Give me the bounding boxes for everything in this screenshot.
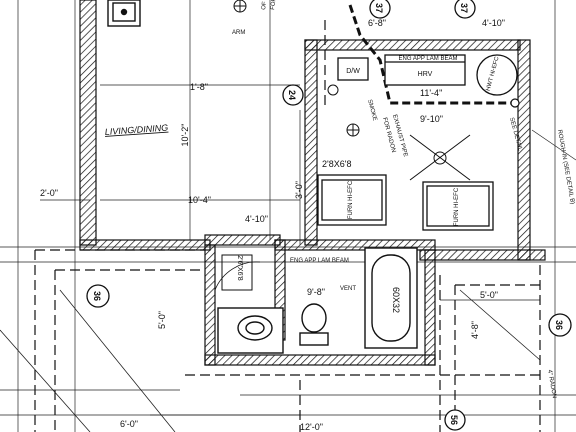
hrv-unit [384,54,466,86]
bubble-56: 56 [449,415,459,425]
floor-slab-note: OF FLOOR SLAB [261,0,274,10]
dim-4-10-mid: 4'-10" [245,214,268,224]
bubble-37a: 37 [374,3,384,13]
furnace-right-label: FURN HI-EFC [454,187,460,226]
bubble-37b: 37 [459,3,469,13]
dim-9-10: 9'-10" [420,114,443,124]
arm-note: ARM [232,30,245,36]
gas-pipe-note: FOR GAS PIPE [270,0,282,10]
dim-9-8: 9'-8" [307,287,325,297]
dim-6-8: 6'-8" [368,18,386,28]
sink [107,0,141,27]
dim-5-0-left: 5'-0" [157,311,167,329]
dim-11-4: 11'-4" [420,88,442,98]
dim-10-4: 10'-4" [188,195,211,205]
bubble-markers [86,0,572,431]
hrv-note-label: ENG APP LAM BEAM [399,56,458,62]
dim-6-0: 6'-0" [120,419,138,429]
exhaust-pipe-route [348,4,520,105]
hwt-tank [476,54,518,96]
dim-2-0: 2'-0" [40,188,58,198]
radon-bottom-note: 4" RADON [546,369,557,398]
room-label-living-dining: LIVING/DINING [104,123,168,137]
bubble-36-right: 36 [554,320,564,330]
door-swing [214,261,261,291]
hrv-label: HRV [418,71,433,78]
walls [79,0,546,366]
dim-4-8: 4'-8" [470,321,480,339]
diagonal-lines [0,289,541,432]
dim-10-2: 10'-2" [180,124,190,147]
dim-3-0: 3'-0" [294,181,304,199]
furnace-left [317,174,387,226]
bubble-24: 24 [287,90,297,100]
dw-box [337,57,369,81]
roughin-note: ROUGH-IN (SEE DETAIL B) [556,129,575,205]
door-frame [221,254,253,291]
tub-label: 60X32 [391,287,401,313]
beam-note: ENG APP LAM BEAM [290,258,349,264]
door-2-6x6-8: 2'6"X6'8 [236,255,243,281]
dim-4-10-top: 4'-10" [482,18,505,28]
smoke-detector-icon [233,0,360,137]
dw-label: D/W [346,68,360,75]
vent-note: VENT [340,286,356,292]
furnace-left-label: FURN HI-EFC [348,180,354,219]
bathtub [364,247,418,349]
bubble-36-left: 36 [92,291,102,301]
toilet [299,303,329,346]
fan-symbol [409,134,471,181]
door-2-8x6-8: 2'8X6'8 [322,159,351,169]
furnace-right [422,181,494,231]
radon-pipe-marker [510,98,520,108]
dim-12-0: 12'-0" [300,422,323,432]
smoke-note: SMOKE [366,99,377,121]
dim-5-0-right: 5'-0" [480,290,498,300]
vanity-sink [217,307,284,354]
dim-1-8: 1'-8" [190,82,208,92]
